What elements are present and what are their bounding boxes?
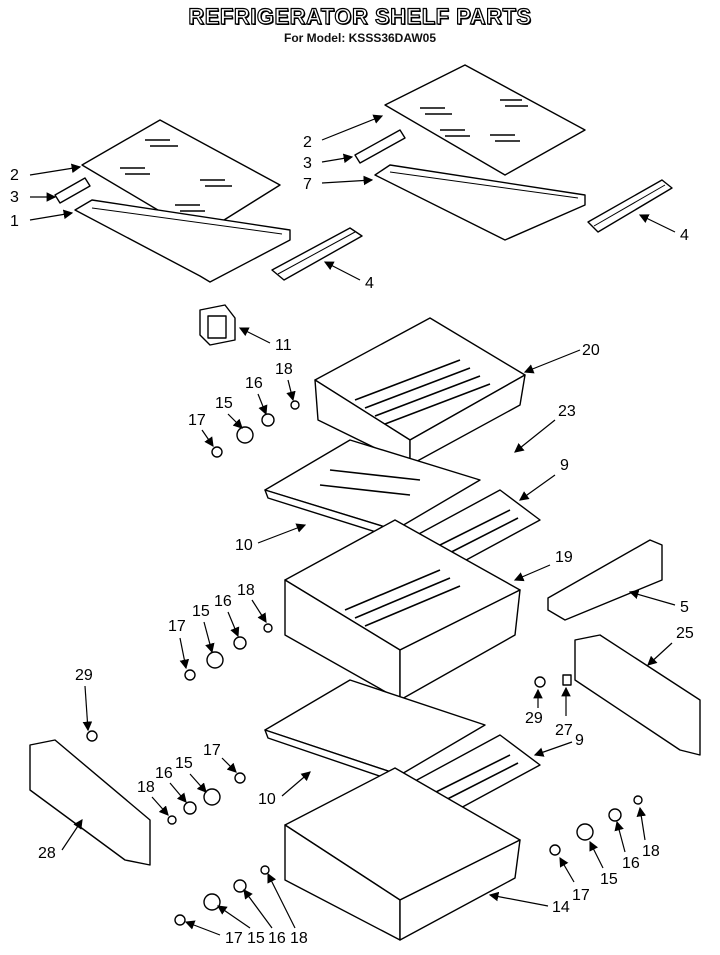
shelf-trim-left [54, 177, 91, 204]
callout-23: 23 [558, 403, 576, 420]
callout-15-c: 15 [175, 755, 193, 772]
callout-29-left: 29 [75, 667, 93, 684]
callout-16-d: 16 [622, 855, 640, 872]
callout-18-a: 18 [275, 361, 293, 378]
callout-10-upper: 10 [235, 537, 253, 554]
callout-2-right: 2 [303, 134, 312, 151]
model-line: For Model: KSSS36DAW05 [283, 31, 437, 45]
callout-3-right: 3 [303, 155, 312, 172]
shelf-frame-left [74, 199, 291, 283]
right-shelf-assembly [354, 64, 673, 241]
shelf-frame-right [374, 164, 586, 241]
callout-4-left: 4 [365, 275, 374, 292]
shelf-trim-right [354, 129, 406, 164]
callout-17-e: 17 [225, 930, 243, 947]
callout-17-c: 17 [203, 742, 221, 759]
callout-10-lower: 10 [258, 791, 276, 808]
side-bracket-right [574, 634, 701, 756]
bracket-part-11 [199, 304, 236, 346]
callout-9-lower: 9 [575, 732, 584, 749]
callout-18-b: 18 [237, 582, 255, 599]
callout-15-e: 15 [247, 930, 265, 947]
side-bracket-left [29, 739, 151, 866]
callout-18-e: 18 [290, 930, 308, 947]
rail-part-5 [547, 539, 663, 621]
callout-2-left: 2 [10, 167, 19, 184]
callout-15-a: 15 [215, 395, 233, 412]
callout-17-b: 17 [168, 618, 186, 635]
callout-labels: 2 3 1 4 2 3 7 4 11 20 23 18 16 15 17 9 1… [10, 114, 694, 947]
callout-27: 27 [555, 722, 573, 739]
callout-11: 11 [275, 337, 292, 354]
callout-29-right: 29 [525, 710, 543, 727]
page-header: REFRIGERATOR SHELF PARTS For Model: KSSS… [0, 3, 720, 45]
callout-15-b: 15 [192, 603, 210, 620]
callout-3-left: 3 [10, 189, 19, 206]
callout-16-e: 16 [268, 930, 286, 947]
callout-15-d: 15 [600, 871, 618, 888]
callout-19: 19 [555, 549, 573, 566]
callout-17-d: 17 [572, 887, 590, 904]
callout-16-c: 16 [155, 765, 173, 782]
callout-16-a: 16 [245, 375, 263, 392]
page-title: REFRIGERATOR SHELF PARTS [188, 3, 532, 29]
left-shelf-assembly [54, 119, 363, 283]
callout-20: 20 [582, 342, 600, 359]
callout-14: 14 [552, 899, 570, 916]
callout-28: 28 [38, 845, 56, 862]
callout-7: 7 [303, 176, 312, 193]
callout-25: 25 [676, 625, 694, 642]
crisper-pan-lower [284, 767, 521, 941]
crisper-cover-upper [264, 439, 481, 539]
crisper-pan-mid [284, 519, 521, 701]
callout-18-d: 18 [642, 843, 660, 860]
callout-18-c: 18 [137, 779, 155, 796]
shelf-glass-right [384, 64, 586, 176]
callout-9-upper: 9 [560, 457, 569, 474]
callout-4-right: 4 [680, 227, 689, 244]
callout-1: 1 [10, 213, 19, 230]
callout-5: 5 [680, 599, 689, 616]
callout-16-b: 16 [214, 593, 232, 610]
roller-hardware [86, 400, 643, 926]
callout-17-a: 17 [188, 412, 206, 429]
glass-hatching [120, 139, 232, 212]
